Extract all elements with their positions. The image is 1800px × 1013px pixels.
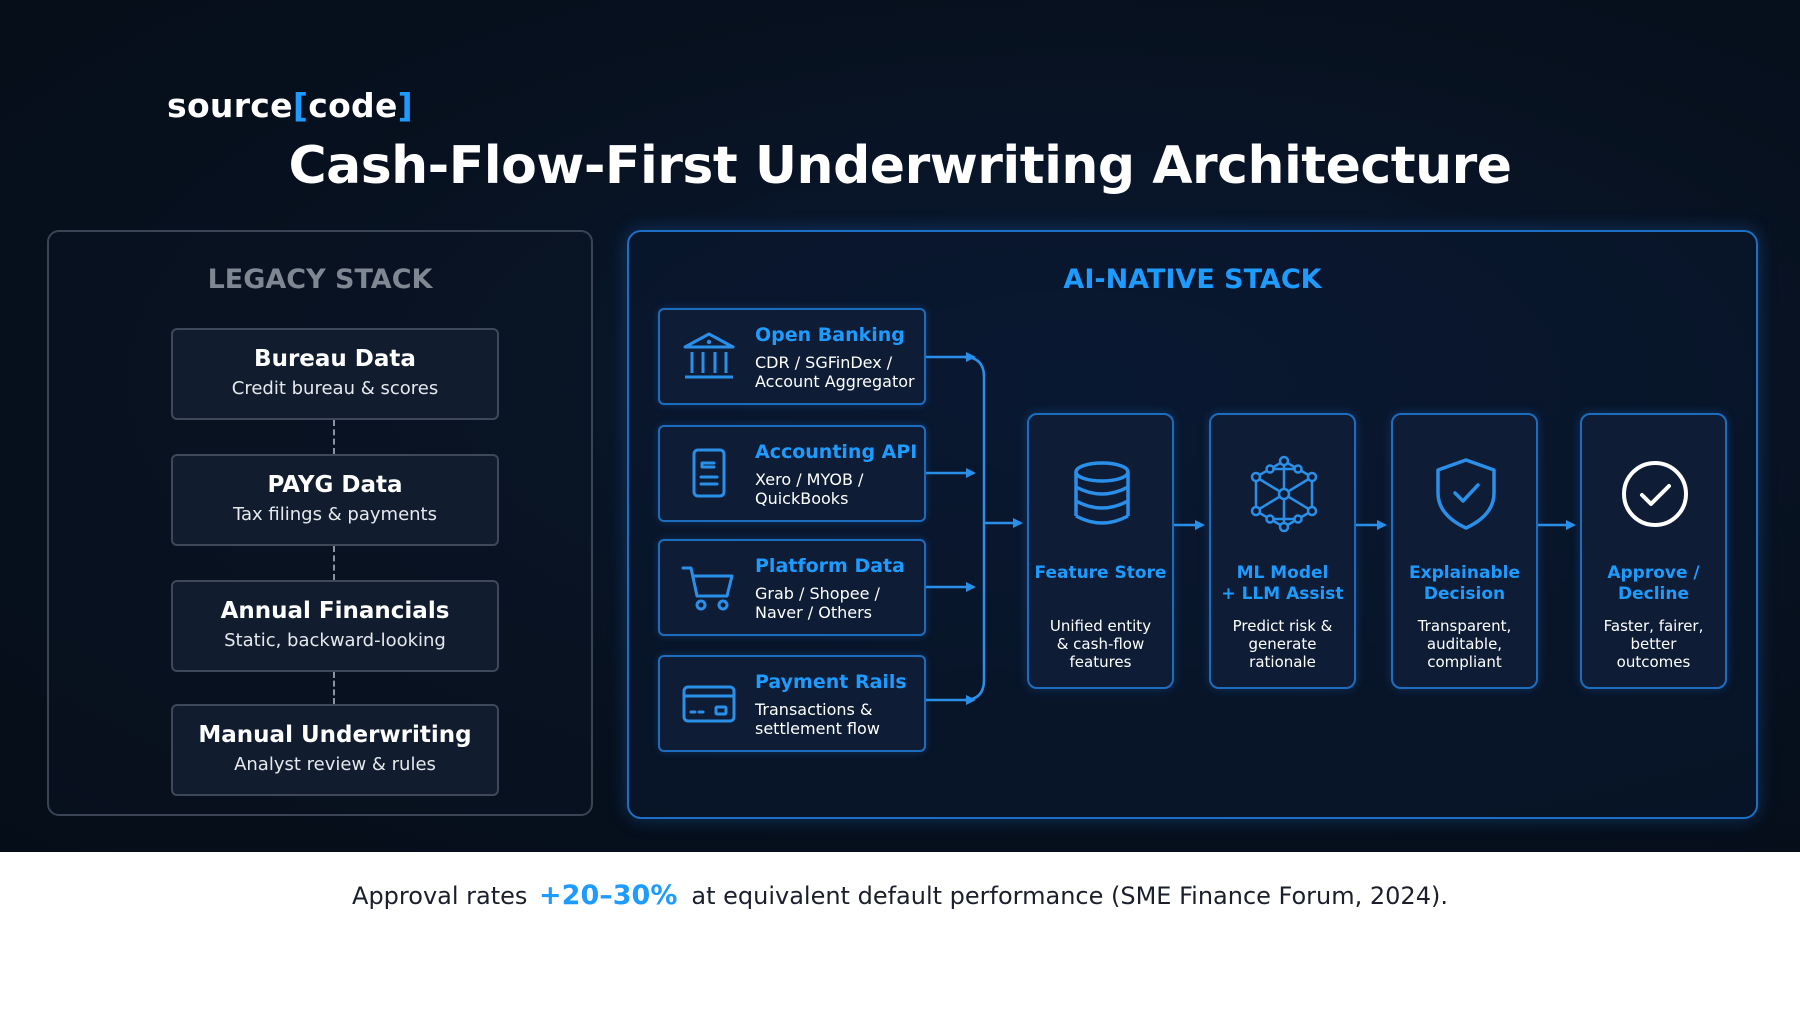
source-subtitle-line: CDR / SGFinDex / (755, 353, 893, 372)
source-subtitle-line: Grab / Shopee / (755, 584, 880, 603)
stage-subtitle-line: auditable, (1426, 635, 1503, 653)
stage-subtitle-line: outcomes (1616, 653, 1691, 671)
stage-subtitle: Transparent,auditable,compliant (1393, 617, 1536, 671)
legacy-item-title: Bureau Data (254, 346, 416, 372)
source-title: Payment Rails (755, 671, 907, 693)
legacy-item-title: Annual Financials (220, 598, 450, 624)
stage-title-line: Explainable (1409, 563, 1520, 583)
source-subtitle: Xero / MYOB /QuickBooks (755, 470, 863, 508)
stage-title: Approve /Decline (1582, 563, 1725, 605)
stage-subtitle-line: Unified entity (1049, 617, 1152, 635)
legacy-item-annual-financials: Annual Financials Static, backward-looki… (171, 580, 499, 672)
footer-prefix: Approval rates (352, 882, 528, 910)
stage-title-line: Decision (1423, 584, 1506, 604)
legacy-item-payg-data: PAYG Data Tax filings & payments (171, 454, 499, 546)
stage-ml-model: ML Model+ LLM Assist Predict risk &gener… (1209, 413, 1356, 689)
source-subtitle-line: Account Aggregator (755, 372, 915, 391)
source-accounting-api: Accounting API Xero / MYOB /QuickBooks (658, 425, 926, 522)
legacy-item-subtitle: Tax filings & payments (232, 504, 437, 525)
stage-subtitle-line: generate (1248, 635, 1317, 653)
credit-card-icon (682, 685, 736, 723)
bank-icon (683, 332, 735, 379)
stage-title-line: ML Model (1236, 563, 1329, 583)
source-title: Open Banking (755, 324, 905, 346)
legacy-connector (333, 546, 335, 580)
legacy-item-subtitle: Analyst review & rules (234, 754, 436, 775)
source-subtitle-line: settlement flow (755, 719, 880, 738)
footer-suffix: at equivalent default performance (SME F… (691, 882, 1448, 910)
source-subtitle-line: QuickBooks (755, 489, 849, 508)
stage-subtitle-line: Faster, fairer, (1603, 617, 1704, 635)
source-payment-rails: Payment Rails Transactions &settlement f… (658, 655, 926, 752)
footer-caption: Approval rates +20–30% at equivalent defa… (0, 880, 1800, 911)
legacy-item-bureau-data: Bureau Data Credit bureau & scores (171, 328, 499, 420)
brand-bracket-open: [ (292, 86, 309, 125)
brand-name: source (167, 86, 293, 125)
source-subtitle: Transactions &settlement flow (755, 700, 880, 738)
source-subtitle-line: Xero / MYOB / (755, 470, 864, 489)
stage-subtitle-line: features (1069, 653, 1132, 671)
stage-subtitle-line: & cash-flow (1056, 635, 1145, 653)
stage-subtitle-line: Predict risk & (1232, 617, 1333, 635)
page-title: Cash-Flow-First Underwriting Architectur… (288, 136, 1512, 196)
stage-title: ML Model+ LLM Assist (1211, 563, 1354, 605)
database-icon (1074, 461, 1130, 525)
source-subtitle-line: Naver / Others (755, 603, 872, 622)
legacy-connector (333, 672, 335, 704)
brand-bracket-close: ] (397, 86, 414, 125)
shield-check-icon (1436, 458, 1496, 530)
source-title: Platform Data (755, 555, 905, 577)
check-circle-icon (1622, 461, 1688, 527)
stage-title-line: Feature Store (1034, 563, 1167, 583)
legacy-item-title: PAYG Data (267, 472, 403, 498)
brand-name-inner: code (308, 86, 398, 125)
legacy-stack-heading: LEGACY STACK (207, 264, 433, 295)
legacy-item-title: Manual Underwriting (198, 722, 472, 748)
source-title: Accounting API (755, 441, 918, 463)
legacy-item-subtitle: Credit bureau & scores (231, 378, 439, 399)
source-subtitle: Grab / Shopee /Naver / Others (755, 584, 880, 622)
stage-subtitle-line: compliant (1427, 653, 1502, 671)
stage-title-line: + LLM Assist (1221, 584, 1344, 604)
stage-subtitle-line: Transparent, (1417, 617, 1512, 635)
stage-title: Feature Store (1029, 563, 1172, 584)
source-subtitle-line: Transactions & (755, 700, 873, 719)
legacy-item-subtitle: Static, backward-looking (224, 630, 446, 651)
shopping-cart-icon (681, 566, 734, 611)
brand-logo: source[code] (167, 86, 413, 125)
stage-subtitle-line: better (1630, 635, 1677, 653)
source-platform-data: Platform Data Grab / Shopee /Naver / Oth… (658, 539, 926, 636)
ai-native-stack-heading: AI-NATIVE STACK (1063, 264, 1322, 295)
stage-title-line: Decline (1617, 584, 1689, 604)
source-open-banking: Open Banking CDR / SGFinDex /Account Agg… (658, 308, 926, 405)
document-icon (692, 448, 726, 498)
source-subtitle: CDR / SGFinDex /Account Aggregator (755, 353, 915, 391)
network-icon (1250, 455, 1318, 533)
stage-title-line: Approve / (1607, 563, 1700, 583)
legacy-connector (333, 420, 335, 454)
legacy-item-manual-underwriting: Manual Underwriting Analyst review & rul… (171, 704, 499, 796)
stage-subtitle-line: rationale (1249, 653, 1316, 671)
footer-highlight: +20–30% (539, 880, 678, 911)
